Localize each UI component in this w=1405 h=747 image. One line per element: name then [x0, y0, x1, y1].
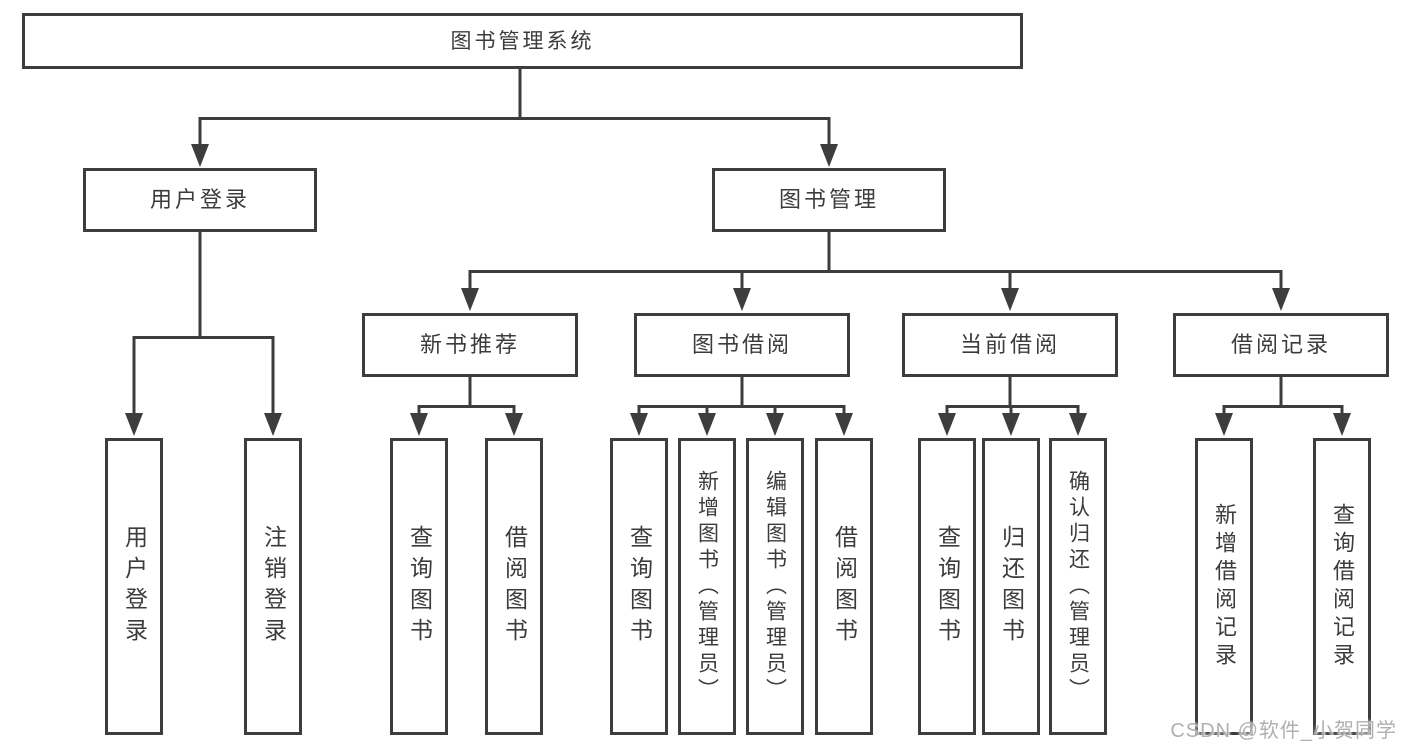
leaf-borrowing-edit-books: 编辑图书（管理员）	[746, 438, 804, 735]
leaf-borrowing-borrow-books-label: 借阅图书	[831, 524, 858, 649]
leaf-borrowing-borrow-books: 借阅图书	[815, 438, 873, 735]
node-new-book-recommend-label: 新书推荐	[419, 332, 520, 357]
leaf-current-query-books: 查询图书	[918, 438, 976, 735]
leaf-borrowing-add-books-label: 新增图书（管理员）	[695, 469, 719, 704]
leaf-records-add-record: 新增借阅记录	[1195, 438, 1253, 735]
node-borrowing-records-label: 借阅记录	[1230, 332, 1331, 357]
node-user-login: 用户登录	[83, 168, 317, 232]
leaf-logout-label: 注销登录	[260, 524, 287, 649]
leaf-recommend-borrow-books: 借阅图书	[485, 438, 543, 735]
node-new-book-recommend: 新书推荐	[362, 313, 578, 377]
leaf-current-return-books: 归还图书	[982, 438, 1040, 735]
node-current-borrowing: 当前借阅	[902, 313, 1118, 377]
leaf-borrowing-add-books: 新增图书（管理员）	[678, 438, 736, 735]
leaf-recommend-query-books-label: 查询图书	[406, 524, 433, 649]
leaf-borrowing-edit-books-label: 编辑图书（管理员）	[763, 469, 787, 704]
leaf-current-return-books-label: 归还图书	[998, 524, 1025, 649]
node-book-management-label: 图书管理	[778, 187, 879, 212]
node-user-login-label: 用户登录	[149, 187, 250, 212]
watermark: CSDN @软件_小贺同学	[1170, 720, 1397, 742]
arrowhead-icons	[125, 144, 1351, 436]
leaf-records-add-record-label: 新增借阅记录	[1212, 502, 1237, 671]
leaf-user-login-label: 用户登录	[121, 524, 148, 649]
leaf-records-query-record-label: 查询借阅记录	[1330, 502, 1355, 671]
leaf-current-query-books-label: 查询图书	[934, 524, 961, 649]
leaf-recommend-query-books: 查询图书	[390, 438, 448, 735]
node-root: 图书管理系统	[22, 13, 1023, 69]
leaf-borrowing-query-books-label: 查询图书	[626, 524, 653, 649]
node-root-label: 图书管理系统	[450, 29, 595, 53]
leaf-records-query-record: 查询借阅记录	[1313, 438, 1371, 735]
node-borrowing-records: 借阅记录	[1173, 313, 1389, 377]
node-book-borrowing: 图书借阅	[634, 313, 850, 377]
leaf-current-confirm-return: 确认归还（管理员）	[1049, 438, 1107, 735]
node-book-management: 图书管理	[712, 168, 946, 232]
node-current-borrowing-label: 当前借阅	[959, 332, 1060, 357]
leaf-user-login: 用户登录	[105, 438, 163, 735]
node-book-borrowing-label: 图书借阅	[691, 332, 792, 357]
leaf-logout: 注销登录	[244, 438, 302, 735]
leaf-borrowing-query-books: 查询图书	[610, 438, 668, 735]
leaf-recommend-borrow-books-label: 借阅图书	[501, 524, 528, 649]
leaf-current-confirm-return-label: 确认归还（管理员）	[1066, 469, 1090, 704]
